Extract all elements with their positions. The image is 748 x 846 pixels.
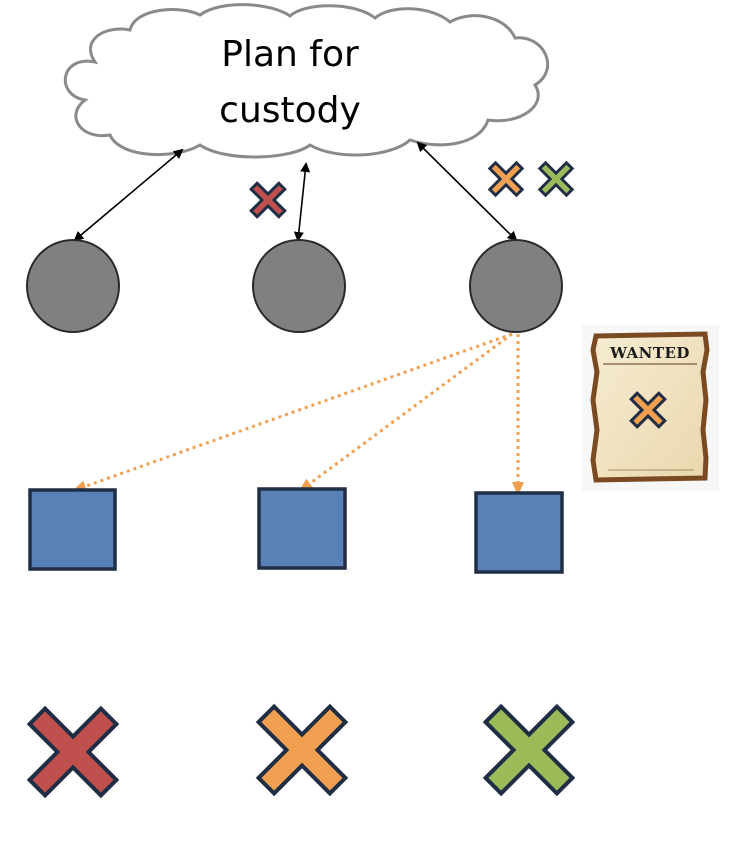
small-x-marks <box>249 161 574 219</box>
item-square-2 <box>257 487 347 570</box>
dotted-arrow-to-square-2 <box>298 332 513 492</box>
x-mark-red-icon <box>30 709 117 796</box>
arrow-cloud-circle-1 <box>73 148 184 242</box>
large-x-marks <box>30 707 573 796</box>
x-mark-green-icon <box>486 707 573 794</box>
plan-cloud: Plan for custody <box>63 3 549 159</box>
party-circle-2 <box>252 239 346 333</box>
party-circle-3 <box>469 239 563 333</box>
dotted-arrow-to-square-1 <box>72 332 513 492</box>
poster-title: WANTED <box>609 344 690 362</box>
arrow-cloud-circle-3 <box>416 141 518 242</box>
item-square-1 <box>28 488 117 571</box>
party-circles <box>26 239 563 333</box>
dotted-arrows <box>72 332 524 496</box>
cloud-title-line-1: Plan for <box>221 34 359 75</box>
cloud-arrows <box>73 141 518 242</box>
wanted-poster: WANTED <box>582 325 719 491</box>
cloud-title-line-2: custody <box>219 90 361 131</box>
party-circle-1 <box>26 239 120 333</box>
item-squares <box>28 487 564 574</box>
x-mark-orange-icon <box>259 707 346 794</box>
arrow-cloud-circle-2 <box>293 162 311 242</box>
x-mark-green-small-icon <box>538 161 574 197</box>
x-mark-orange-small-icon <box>488 161 524 197</box>
x-mark-red-small-icon <box>249 181 287 219</box>
item-square-3 <box>474 491 564 574</box>
cloud-shape <box>63 3 549 159</box>
